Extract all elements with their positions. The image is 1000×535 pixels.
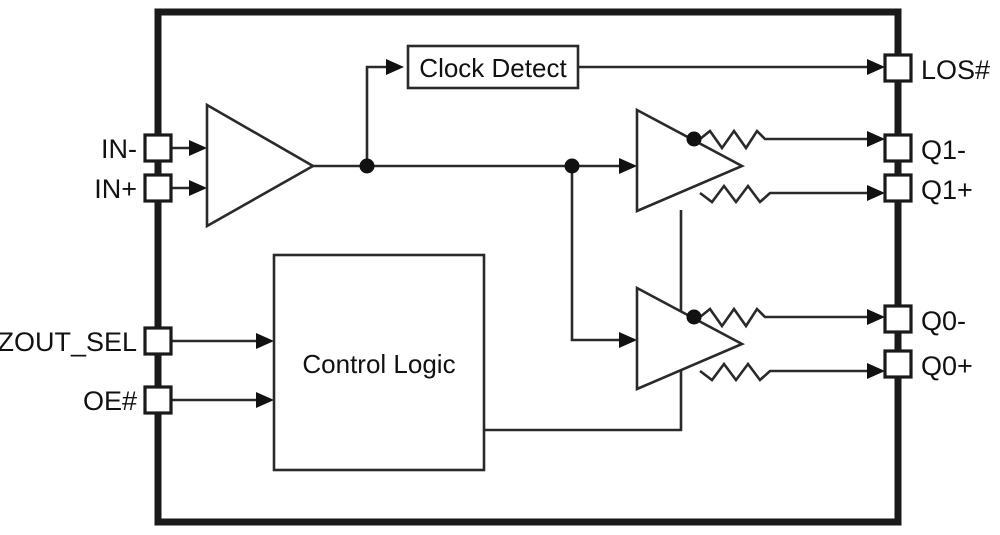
- pin-label-zout-sel: ZOUT_SEL: [0, 327, 137, 357]
- pin-label-q0-plus: Q0+: [921, 351, 973, 381]
- wire-q0-buffer-input: [570, 166, 637, 348]
- control-logic-block: [272, 253, 486, 472]
- wire-in-minus: [171, 140, 207, 156]
- pin-pad-q1-minus[interactable]: [883, 133, 913, 163]
- wire-q1-minus: [699, 128, 885, 151]
- pin-label-oe-hash: OE#: [83, 386, 137, 416]
- wire-oe: [171, 392, 274, 408]
- pin-pad-oe-hash[interactable]: [143, 385, 173, 415]
- control-logic-label: Control Logic: [302, 349, 455, 379]
- wire-los: [578, 59, 885, 75]
- junction-dot-q1-resistor-tap: [686, 131, 702, 147]
- pin-pad-los-hash[interactable]: [883, 53, 913, 83]
- junction-dot-output-branch-tap: [564, 158, 580, 174]
- pin-label-in-minus: IN-: [101, 134, 137, 164]
- wire-control-enable: [484, 210, 683, 432]
- pin-pad-q0-plus[interactable]: [883, 349, 913, 379]
- pin-pad-q0-minus[interactable]: [883, 304, 913, 334]
- pin-pad-zout-sel[interactable]: [143, 326, 173, 356]
- output-buffer-q0-amplifier: [635, 285, 746, 391]
- input-buffer-amplifier: [205, 102, 316, 229]
- wire-zout-sel: [171, 333, 274, 349]
- clock-detect-label: Clock Detect: [419, 53, 567, 83]
- pin-label-los-hash: LOS#: [921, 55, 990, 85]
- pin-label-q0-minus: Q0-: [921, 306, 966, 336]
- junction-dot-clock-detect-tap: [359, 158, 375, 174]
- pin-label-in-plus: IN+: [94, 174, 137, 204]
- pin-label-q1-plus: Q1+: [921, 175, 973, 205]
- wire-in-plus: [171, 180, 207, 196]
- wire-q0-plus: [699, 361, 885, 383]
- junction-dot-q0-resistor-tap: [686, 309, 702, 325]
- clock-detect-block: [406, 44, 580, 90]
- wire-q0-minus: [699, 306, 885, 329]
- pin-pad-q1-plus[interactable]: [883, 173, 913, 203]
- output-buffer-q1-amplifier: [635, 107, 746, 213]
- pin-pad-in-minus[interactable]: [143, 133, 173, 163]
- pin-label-q1-minus: Q1-: [921, 135, 966, 165]
- pin-pad-in-plus[interactable]: [143, 173, 173, 203]
- wire-q1-buffer-input: [572, 158, 637, 174]
- wire-q1-plus: [699, 183, 885, 205]
- wire-clock-detect-feed: [365, 59, 404, 166]
